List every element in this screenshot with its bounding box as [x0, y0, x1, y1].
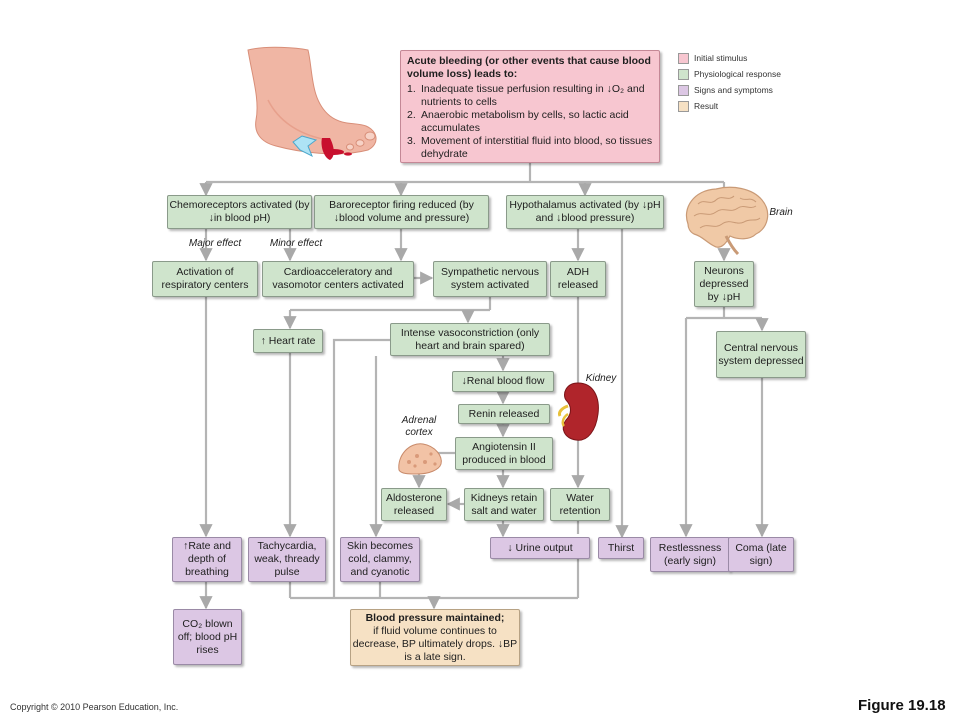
initial-item: 3.Movement of interstitial fluid into bl…	[407, 135, 653, 160]
coma-box: Coma (late sign)	[728, 537, 794, 572]
legend-swatch	[678, 68, 689, 80]
hypothalamus-box: Hypothalamus activated (by ↓pH and ↓bloo…	[506, 195, 664, 229]
legend: Initial stimulus Physiological response …	[678, 50, 781, 114]
initial-stimulus-list: 1.Inadequate tissue perfusion resulting …	[407, 83, 653, 161]
renin-released-box: Renin released	[458, 404, 550, 424]
skin-cold-box: Skin becomes cold, clammy, and cyanotic	[340, 537, 420, 582]
legend-item: Physiological response	[678, 66, 781, 82]
foot-illustration	[247, 46, 377, 160]
initial-stimulus-title: Acute bleeding (or other events that cau…	[407, 55, 651, 80]
initial-stimulus-box: Acute bleeding (or other events that cau…	[400, 50, 660, 163]
legend-swatch	[678, 84, 689, 96]
kidney-illustration	[558, 382, 599, 441]
water-retention-box: Water retention	[550, 488, 610, 521]
sympathetic-box: Sympathetic nervous system activated	[433, 261, 547, 297]
initial-item: 2.Anaerobic metabolism by cells, so lact…	[407, 109, 629, 134]
renal-blood-flow-box: ↓Renal blood flow	[452, 371, 554, 392]
rate-depth-breathing-box: ↑Rate and depth of breathing	[172, 537, 242, 582]
kidneys-retain-box: Kidneys retain salt and water	[464, 488, 544, 521]
glass-shard-icon	[292, 135, 318, 158]
neurons-depressed-box: Neurons depressed by ↓pH	[694, 261, 754, 307]
figure-label: Figure 19.18	[858, 697, 946, 714]
legend-swatch	[678, 100, 689, 112]
legend-item: Initial stimulus	[678, 50, 781, 66]
adh-box: ADH released	[550, 261, 606, 297]
chemoreceptors-box: Chemoreceptors activated (by ↓in blood p…	[167, 195, 312, 229]
initial-item: 1.Inadequate tissue perfusion resulting …	[407, 83, 645, 108]
aldosterone-box: Aldosterone released	[381, 488, 447, 521]
tachycardia-box: Tachycardia, weak, thready pulse	[248, 537, 326, 582]
major-effect-label: Major effect	[188, 238, 242, 249]
co2-blown-off-box: CO₂ blown off; blood pH rises	[173, 609, 242, 665]
respiratory-centers-box: Activation of respiratory centers	[152, 261, 258, 297]
legend-item: Signs and symptoms	[678, 82, 781, 98]
kidney-label: Kidney	[585, 373, 617, 384]
minor-effect-label: Minor effect	[269, 238, 323, 249]
baroreceptor-box: Baroreceptor firing reduced (by ↓blood v…	[314, 195, 489, 229]
restlessness-box: Restlessness (early sign)	[650, 537, 730, 572]
urine-output-box: ↓ Urine output	[490, 537, 590, 559]
legend-item: Result	[678, 98, 781, 114]
adrenal-cortex-illustration	[398, 443, 442, 475]
angiotensin-box: Angiotensin II produced in blood	[455, 437, 553, 470]
copyright-text: Copyright © 2010 Pearson Education, Inc.	[10, 702, 179, 712]
legend-swatch	[678, 52, 689, 64]
blood-pressure-maintained-box: Blood pressure maintained; if fluid volu…	[350, 609, 520, 666]
heart-rate-box: ↑ Heart rate	[253, 329, 323, 353]
thirst-box: Thirst	[598, 537, 644, 559]
adrenal-cortex-label: Adrenal cortex	[401, 415, 437, 438]
brain-label: Brain	[769, 207, 793, 218]
cardioacceleratory-box: Cardioacceleratory and vasomotor centers…	[262, 261, 414, 297]
vasoconstriction-box: Intense vasoconstriction (only heart and…	[390, 323, 550, 356]
brain-illustration	[685, 186, 769, 256]
cns-depressed-box: Central nervous system depressed	[716, 331, 806, 378]
